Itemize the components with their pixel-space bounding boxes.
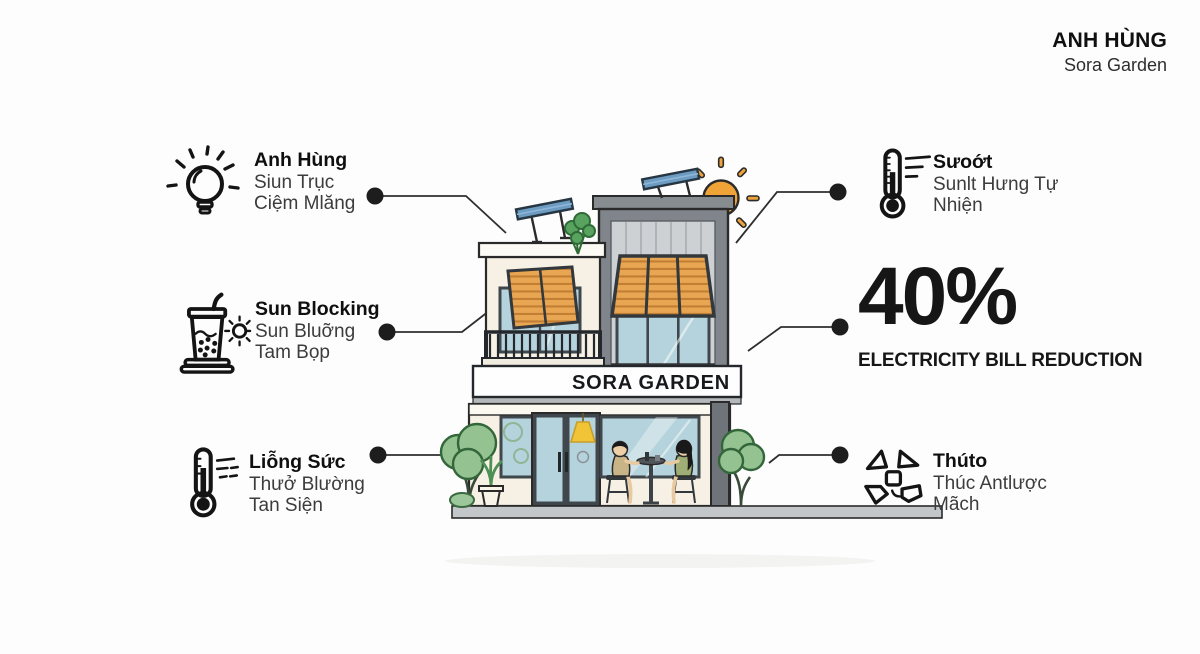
upper-awning: [506, 265, 580, 330]
tower-window: [611, 310, 715, 372]
solar-panel-tower: [640, 167, 701, 199]
pendant-lamp: [569, 413, 597, 443]
sidewalk-base: [451, 505, 943, 519]
callout-lieng-suc: Liỗng Sức Thưở Blường Tan Siện: [249, 451, 365, 517]
callout-sun-blocking: Sun Blocking Sun Bluỡng Tam Bọp: [255, 298, 380, 364]
callout-thuto: Thúto Thúc Antlược Mãch: [933, 450, 1047, 516]
connector-dots: [366, 183, 849, 464]
header: ANH HÙNG Sora Garden: [1052, 28, 1167, 77]
small-bush: [449, 492, 475, 508]
callout-line: Mãch: [933, 494, 980, 515]
callout-anh-hung: Anh Hùng Siun Trục Ciệm Mlăng: [254, 149, 356, 215]
person-right: [664, 439, 696, 504]
callout-line: Thúc Antlược: [933, 472, 1047, 494]
building-sign-text: SORA GARDEN: [572, 372, 730, 394]
header-title: ANH HÙNG: [1052, 29, 1167, 52]
callout-line: Nhiện: [933, 195, 983, 216]
callout-line: Ciệm Mlăng: [254, 193, 356, 214]
callout-suot: Sưoớt Sunlt Hưng Tự Nhiện: [933, 151, 1059, 217]
sign-board: SORA GARDEN: [471, 364, 743, 405]
callout-line: Tam Bọp: [255, 342, 330, 363]
solar-panel-left: [514, 197, 575, 244]
tower: [592, 195, 735, 375]
stat-value: 40%: [858, 251, 1018, 342]
callout-title: Thúto: [933, 450, 988, 472]
stat-label: ELECTRICITY BILL REDUCTION: [858, 350, 1143, 371]
ground-shadow: [445, 554, 875, 568]
callout-line: Siun Trục: [254, 171, 335, 193]
callout-title: Sưoớt: [933, 151, 993, 173]
left-tree: [439, 422, 498, 508]
thermometer-lines-icon: [860, 143, 936, 228]
callout-title: Liỗng Sức: [249, 451, 346, 473]
left-building: [477, 241, 607, 368]
rooftop-plant: [564, 212, 596, 255]
header-subtitle: Sora Garden: [1063, 55, 1167, 76]
fan-icon: [856, 442, 930, 523]
shop-left-window: [499, 415, 535, 479]
lightbulb-icon: [163, 144, 247, 233]
right-tree: [717, 428, 766, 507]
callout-title: Anh Hùng: [254, 149, 348, 171]
thermometer-motion-icon: [168, 440, 246, 527]
callout-line: Sun Bluỡng: [255, 320, 356, 342]
bubble-tea-sun-icon: [166, 286, 252, 379]
people-at-table: [606, 439, 696, 505]
door-logo-badge: [576, 450, 590, 464]
tower-awning: [610, 254, 716, 318]
callout-line: Tan Siện: [249, 495, 323, 516]
person-left: [606, 440, 640, 504]
cafe-table: [636, 452, 666, 505]
callout-line: Thưở Blường: [249, 473, 365, 495]
stat-block: 40% ELECTRICITY BILL REDUCTION: [858, 251, 1143, 372]
callout-line: Sunlt Hưng Tự: [933, 173, 1059, 195]
callout-title: Sun Blocking: [255, 298, 380, 320]
potted-plant: [478, 455, 504, 507]
